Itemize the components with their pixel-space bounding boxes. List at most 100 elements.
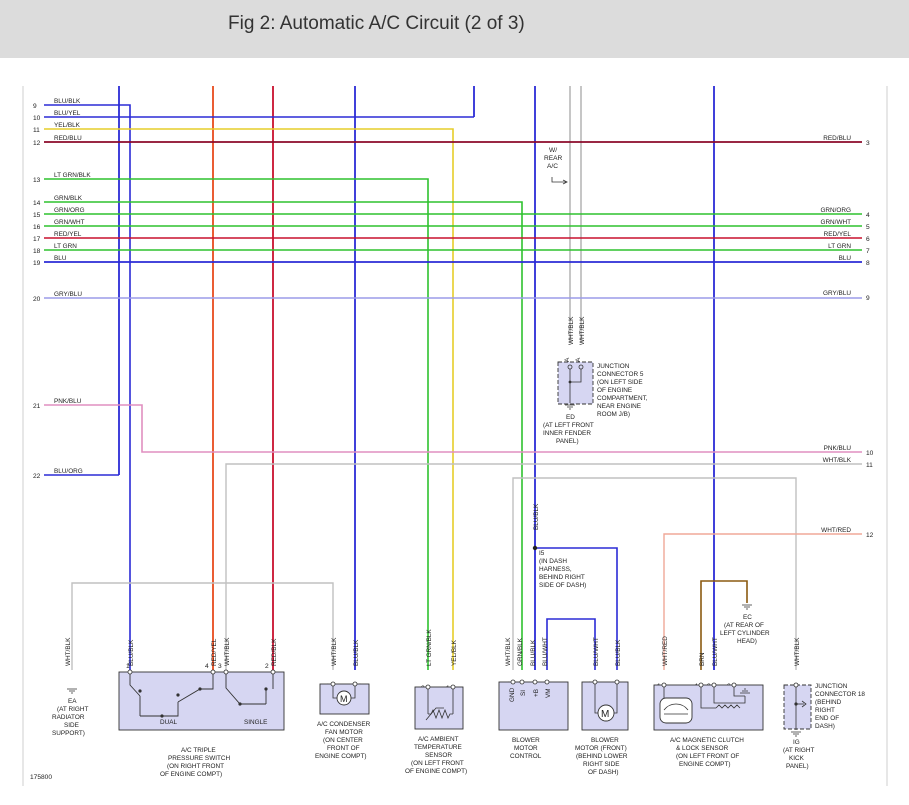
wire-blu-blk-motor [535,547,618,670]
svg-text:GRN/BLK: GRN/BLK [517,637,524,666]
svg-text:OF ENGINE COMPT): OF ENGINE COMPT) [160,771,222,778]
svg-text:A: A [575,357,582,362]
svg-text:RADIATOR: RADIATOR [52,714,85,721]
left-wire-label: GRN/ORG [54,207,85,214]
wire-14-grn-blk [44,201,523,670]
svg-text:(ON LEFT FRONT: (ON LEFT FRONT [411,760,464,767]
figure-number: 175800 [30,774,52,781]
left-wire-label: BLU/YEL [54,110,81,117]
wire-wht-blk-ea [71,582,334,670]
svg-text:(BEHIND LOWER: (BEHIND LOWER [576,753,628,760]
svg-text:WHT/BLK: WHT/BLK [568,316,575,345]
svg-text:A/C TRIPLE: A/C TRIPLE [181,747,216,754]
wire-9-blu-blk [44,104,131,670]
svg-text:(ON LEFT SIDE: (ON LEFT SIDE [597,379,643,386]
svg-text:EA: EA [68,698,77,705]
left-wire-num: 14 [33,200,41,207]
right-wire-num: 10 [866,450,874,457]
ac-ambient-temperature-sensor: LT GRN/BLK YEL/BLK 2 1 A/C AMBIENT TEMPE… [405,629,467,775]
svg-text:ROOM J/B): ROOM J/B) [597,411,630,418]
right-wire-label: LT GRN [828,243,851,250]
svg-text:& LOCK SENSOR: & LOCK SENSOR [676,745,729,752]
svg-text:RED/YEL: RED/YEL [211,638,218,666]
svg-text:NEAR ENGINE: NEAR ENGINE [597,403,641,410]
svg-text:BLU/WHT: BLU/WHT [542,637,549,666]
left-wire-label: RED/YEL [54,231,82,238]
right-wire-num: 8 [866,260,870,267]
svg-text:RIGHT: RIGHT [815,707,835,714]
right-wire-label: GRY/BLU [823,290,851,297]
svg-text:BEHIND RIGHT: BEHIND RIGHT [539,574,585,581]
svg-text:(ON CENTER: (ON CENTER [323,737,363,744]
left-wire-label: RED/BLU [54,135,82,142]
svg-text:LT GRN/BLK: LT GRN/BLK [426,629,433,666]
svg-text:MOTOR (FRONT): MOTOR (FRONT) [575,745,627,752]
svg-text:ED: ED [566,414,575,421]
left-wire-num: 9 [33,103,37,110]
svg-text:DASH): DASH) [815,723,835,730]
svg-text:BLOWER: BLOWER [591,737,619,744]
left-wire-label: LT GRN/BLK [54,172,91,179]
svg-text:PANEL): PANEL) [556,438,579,445]
left-wire-num: 18 [33,248,41,255]
wire-wht-blk-loop [512,477,797,670]
svg-text:4: 4 [205,663,209,670]
ac-condenser-fan-motor: WHT/BLK BLU/BLK 1 2 M A/C CONDENSER FAN … [315,637,371,760]
left-wire-label: BLU [54,255,67,262]
right-wire-label: PNK/BLU [824,445,852,452]
splice-i5: BLU/BLK I5 (IN DASH HARNESS, BEHIND RIGH… [532,503,586,589]
figure-header: Fig 2: Automatic A/C Circuit (2 of 3) [0,0,909,58]
left-wire-label: GRY/BLU [54,291,82,298]
svg-text:COMPARTMENT,: COMPARTMENT, [597,395,648,402]
figure-title: Fig 2: Automatic A/C Circuit (2 of 3) [228,13,525,34]
svg-text:(AT RIGHT: (AT RIGHT [57,706,88,713]
right-wire-num: 6 [866,236,870,243]
right-wire-num: 3 [866,140,870,147]
svg-text:A: A [564,357,571,362]
svg-text:BLU/WHT: BLU/WHT [593,637,600,666]
rear-ac-note: W/ REAR A/C [544,147,568,185]
wire-13-lt-grn-blk [44,178,429,670]
svg-text:HARNESS,: HARNESS, [539,566,572,573]
left-wire-num: 22 [33,473,41,480]
right-wire-label: WHT/BLK [823,457,852,464]
svg-text:ENGINE COMPT): ENGINE COMPT) [315,753,366,760]
left-wire-label: BLU/BLK [54,98,81,105]
left-wire-num: 21 [33,403,41,410]
svg-text:SENSOR: SENSOR [425,752,452,759]
svg-text:PRESSURE SWITCH: PRESSURE SWITCH [168,755,231,762]
svg-text:(ON RIGHT FRONT: (ON RIGHT FRONT [167,763,224,770]
left-wire-num: 10 [33,115,41,122]
svg-text:I5: I5 [539,550,545,557]
wire-21-pnk-blu [44,404,862,453]
right-wire-label: RED/YEL [824,231,852,238]
junction-connector-5: WHT/BLK WHT/BLK A A JUNCTION CONNECTOR 5… [543,316,648,445]
svg-text:FRONT OF: FRONT OF [327,745,360,752]
svg-text:A/C: A/C [547,163,558,170]
wire-brn-ground [700,580,748,670]
svg-text:JUNCTION: JUNCTION [815,683,848,690]
svg-text:END OF: END OF [815,715,839,722]
ac-triple-pressure-switch: BLU/BLK RED/YEL WHT/BLK RED/BLK 1 4 3 2 … [118,637,285,778]
svg-text:IG: IG [793,739,800,746]
svg-text:(IN DASH: (IN DASH [539,558,567,565]
left-wire-label: GRN/BLK [54,195,83,202]
svg-text:CONNECTOR 18: CONNECTOR 18 [815,691,865,698]
blower-motor-control: WHT/BLK GRN/BLK BLU/BLK BLU/WHT 1 3 2 4 … [498,637,569,760]
wire-11-yel-blk [44,128,454,670]
svg-text:HEAD): HEAD) [737,638,757,645]
svg-text:KICK: KICK [789,755,805,762]
right-wire-label: RED/BLU [823,135,851,142]
svg-text:SIDE OF DASH): SIDE OF DASH) [539,582,586,589]
svg-text:WHT/RED: WHT/RED [662,636,669,666]
svg-text:LEFT CYLINDER: LEFT CYLINDER [720,630,770,637]
left-wire-label: YEL/BLK [54,122,81,129]
svg-text:VM: VM [545,688,552,698]
svg-text:BRN: BRN [699,652,706,666]
right-wire-num: 4 [866,212,870,219]
blower-motor-front: BLU/WHT BLU/BLK 2 1 M BLOWER MOTOR (FRON… [575,637,629,776]
svg-text:BLU/BLK: BLU/BLK [353,639,360,666]
svg-text:3: 3 [218,663,222,670]
svg-text:GND: GND [509,687,516,702]
svg-text:OF DASH): OF DASH) [588,769,619,776]
